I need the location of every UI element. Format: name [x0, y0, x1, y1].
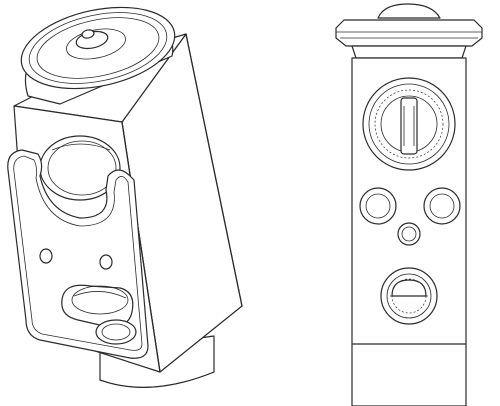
- front-cap: [335, 3, 483, 59]
- diaphragm-cap: [20, 6, 176, 105]
- front-center-hole: [397, 222, 421, 246]
- mount-hole-right: [99, 254, 113, 270]
- front-lower-port: [380, 267, 438, 325]
- mount-hole-left: [39, 248, 53, 264]
- front-upper-port: [362, 77, 456, 171]
- lower-port: [61, 284, 137, 345]
- isometric-view: [7, 6, 243, 388]
- screw-slot: [400, 97, 418, 155]
- side-hole-right: [423, 187, 461, 225]
- side-hole-left: [359, 187, 397, 225]
- front-side-holes: [359, 187, 461, 225]
- front-view: [335, 3, 483, 406]
